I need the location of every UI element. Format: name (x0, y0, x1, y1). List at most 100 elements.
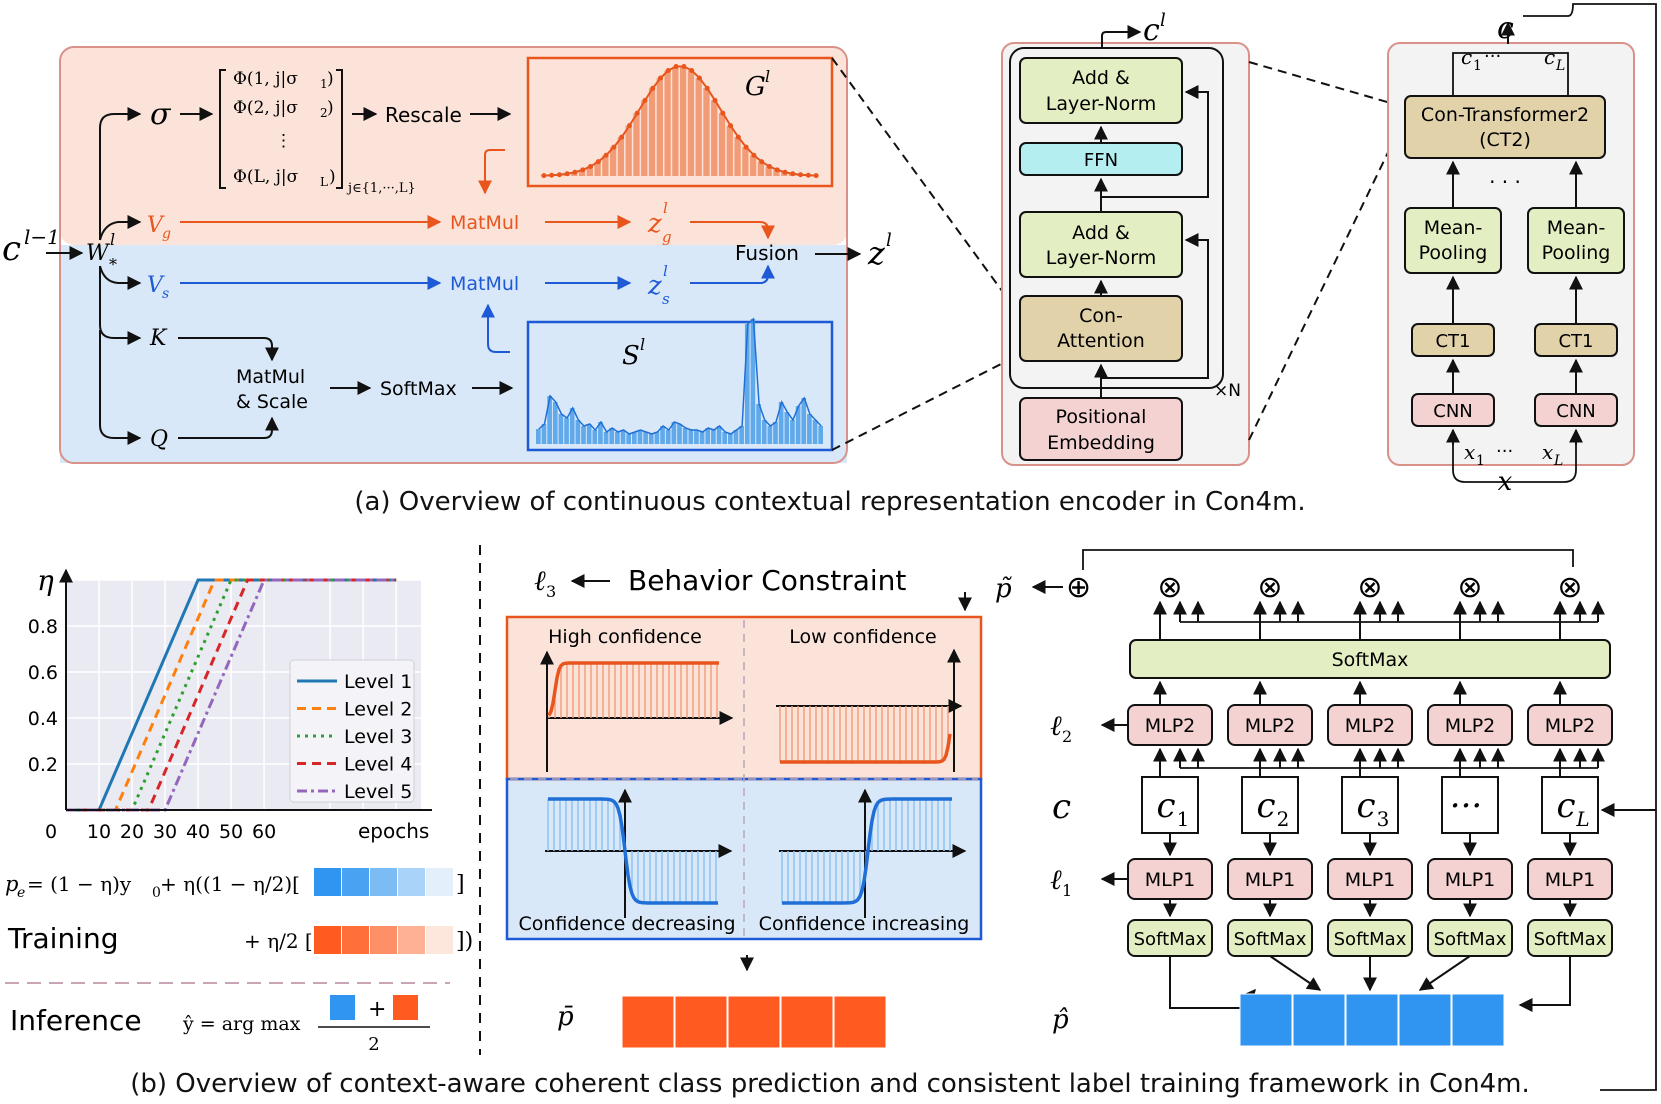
gaussian-bar (695, 78, 702, 176)
chart-xtick-label: 50 (219, 821, 243, 843)
pe-p: p (5, 872, 18, 896)
p-bar-cell (833, 995, 887, 1049)
gaussian-bar (703, 88, 710, 176)
inference-label: Inference (10, 1004, 142, 1037)
l3-label: ℓ (534, 564, 546, 597)
svg-text:CNN: CNN (1433, 401, 1473, 422)
svg-text:1: 1 (320, 77, 328, 91)
attention-bar (812, 420, 818, 444)
c-box-label: c (1356, 786, 1375, 826)
svg-text:1: 1 (1473, 58, 1482, 74)
svg-text:L: L (1555, 58, 1565, 74)
legend-label: Level 3 (344, 726, 412, 748)
gaussian-point (751, 152, 757, 158)
ct2-c-row: c (1461, 45, 1472, 69)
confidence-increasing-label: Confidence increasing (759, 913, 970, 935)
svg-text:Add &: Add & (1072, 222, 1130, 244)
c-box-sub: 2 (1277, 807, 1290, 831)
attention-bar (660, 426, 665, 444)
svg-text:Layer-Norm: Layer-Norm (1046, 93, 1156, 115)
behavior-title: Behavior Constraint (628, 564, 906, 597)
inference-blue-square (330, 995, 355, 1020)
mean-pooling-1 (1404, 207, 1502, 274)
svg-text:(CT2): (CT2) (1479, 129, 1531, 151)
p-hat-label: p̂ (1052, 1005, 1069, 1035)
chart-xtick-label: 0 (45, 821, 57, 843)
ct2-panel: c c 1 ··· c L Con-Transformer2 (CT2) · ·… (1387, 3, 1657, 1091)
attention-bar (767, 426, 773, 444)
svg-text:2: 2 (368, 1034, 379, 1055)
svg-text:Con-Transformer2: Con-Transformer2 (1421, 104, 1589, 126)
p-hat-cell (1239, 993, 1293, 1047)
chart-yticks: 0.20.40.60.8 (28, 616, 58, 776)
matmul-g: MatMul (450, 212, 519, 234)
svg-text:Φ(2, j|σ: Φ(2, j|σ (233, 98, 298, 118)
training-label: Training (7, 922, 118, 955)
attention-bar (750, 319, 756, 444)
attention-bar (677, 424, 682, 444)
otimes-symbol: ⊗ (1157, 570, 1182, 605)
svg-text:l: l (110, 230, 115, 249)
attention-bar (620, 430, 626, 444)
ct2-x-bottom: x (1498, 467, 1513, 497)
attention-bar (547, 396, 552, 444)
chart-xlabel: epochs (358, 819, 429, 843)
gaussian-bar (648, 88, 656, 176)
svg-text:): ) (329, 167, 336, 187)
chart-ytick-label: 0.2 (28, 754, 58, 776)
sigma-label: σ (150, 97, 172, 132)
chart-xtick-label: 20 (120, 821, 144, 843)
pe-blue-cell (398, 868, 425, 896)
svg-text:+: + (368, 997, 386, 1022)
gaussian-bar (773, 169, 780, 176)
c-row-label: c (1052, 787, 1071, 827)
p-hat-cell (1292, 993, 1346, 1047)
p-bar-label: p̄ (557, 1002, 574, 1032)
svg-text:···: ··· (1496, 441, 1513, 462)
attention-bar (728, 434, 733, 444)
c-box (1341, 776, 1399, 834)
inference-orange-square (393, 995, 418, 1020)
gaussian-bar (625, 125, 632, 176)
add-norm-top (1019, 57, 1183, 124)
otimes-symbol: ⊗ (1457, 570, 1482, 605)
attention-bar (569, 408, 575, 444)
mlp1-label: MLP1 (1445, 869, 1496, 891)
pe-orange-cell (342, 926, 369, 954)
attention-bar (665, 430, 671, 444)
matmul-scale-2: & Scale (236, 391, 308, 413)
arrow (1418, 955, 1471, 991)
mini-curve (548, 797, 718, 905)
gaussian-point (665, 67, 671, 73)
gaussian-point (766, 163, 772, 169)
attention-bar (586, 424, 592, 444)
gaussian-point (580, 167, 586, 173)
c-box-label: ··· (1450, 786, 1482, 826)
gaussian-point (743, 144, 749, 150)
encoder-repeat-label: ×N (1214, 381, 1241, 401)
attention-bar (654, 432, 660, 444)
svg-text:Φ(L, j|σ: Φ(L, j|σ (233, 167, 299, 187)
gaussian-bar (617, 137, 625, 176)
encoder-panel: c l ×N Add & Layer-Norm FFN Add & Layer-… (1001, 10, 1250, 466)
gaussian-bar (726, 125, 733, 176)
oplus-symbol: ⊕ (1066, 570, 1091, 605)
svg-text:]): ]) (456, 929, 473, 954)
attention-bar (552, 402, 558, 444)
low-confidence-label: Low confidence (789, 626, 936, 648)
p-bar-cell (674, 995, 728, 1049)
attention-bar (615, 432, 620, 444)
chart-ytick-label: 0.8 (28, 616, 58, 638)
mini-curve (547, 661, 719, 717)
mlp1-label: MLP1 (1545, 869, 1596, 891)
mini-curve (782, 797, 952, 905)
attention-bar (632, 432, 637, 444)
arrow (1269, 955, 1322, 991)
chart-ytick-label: 0.6 (28, 662, 58, 684)
svg-text:l: l (765, 67, 770, 86)
gaussian-bar (578, 169, 586, 176)
svg-text:s: s (162, 286, 169, 302)
